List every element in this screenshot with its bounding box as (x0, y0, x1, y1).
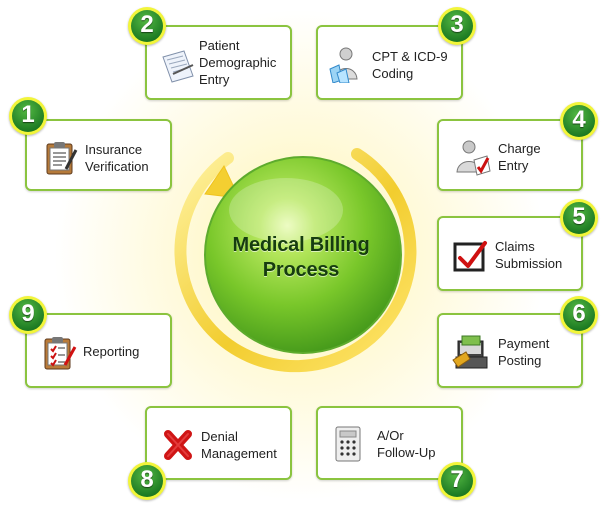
step-4-box[interactable]: Charge Entry (437, 119, 583, 191)
step-9-badge: 9 (9, 296, 47, 334)
clipboard-icon (46, 142, 78, 175)
step-3-box[interactable]: CPT & ICD-9 Coding (316, 25, 463, 100)
step-3-number: 3 (450, 11, 464, 38)
step-6-box[interactable]: Payment Posting (437, 313, 583, 388)
step-6-badge: 6 (560, 296, 598, 334)
report-clipboard-icon (44, 337, 77, 370)
checkbox-icon (453, 241, 487, 272)
center-title-line-2: Process (262, 259, 340, 281)
step-7-box[interactable]: A/Or Follow-Up (316, 406, 463, 480)
step-8-label: Denial Management (201, 429, 277, 461)
step-5-number: 5 (572, 203, 586, 230)
step-8-box[interactable]: Denial Management (145, 406, 292, 480)
step-6-number: 6 (572, 300, 586, 327)
red-x-icon (164, 430, 192, 460)
step-2-number: 2 (140, 11, 154, 38)
step-9-box[interactable]: Reporting (25, 313, 172, 388)
step-2-badge: 2 (128, 7, 166, 45)
step-9-label: Reporting (83, 344, 140, 359)
center-sphere (204, 156, 402, 354)
step-1-number: 1 (21, 101, 35, 128)
step-3-badge: 3 (438, 7, 476, 45)
step-1-box[interactable]: Insurance Verification (25, 119, 172, 191)
step-4-label: Charge Entry (498, 141, 541, 173)
step-7-badge: 7 (438, 462, 476, 500)
step-1-badge: 1 (9, 97, 47, 135)
money-stack-icon (452, 335, 488, 369)
phone-icon (335, 426, 361, 462)
step-6-label: Payment Posting (498, 336, 550, 368)
step-4-number: 4 (572, 106, 586, 133)
step-5-label: Claims Submission (495, 239, 563, 271)
sphere-highlight (229, 178, 343, 242)
person-check-icon (456, 140, 491, 176)
step-2-label: Patient Demographic Entry (199, 38, 277, 87)
step-2-box[interactable]: Patient Demographic Entry (145, 25, 292, 100)
step-5-badge: 5 (560, 199, 598, 237)
step-1-label: Insurance Verification (85, 142, 149, 174)
step-7-number: 7 (450, 466, 464, 493)
step-5-box[interactable]: Claims Submission (437, 216, 583, 291)
step-8-badge: 8 (128, 462, 166, 500)
step-9-number: 9 (21, 300, 35, 327)
person-documents-icon (329, 47, 358, 83)
step-3-label: CPT & ICD-9 Coding (372, 49, 448, 81)
cycle-arc (174, 148, 417, 373)
center-title-line-1: Medical Billing (232, 234, 370, 256)
check-form-icon (162, 50, 194, 83)
step-8-number: 8 (140, 466, 154, 493)
step-4-badge: 4 (560, 102, 598, 140)
step-7-label: A/Or Follow-Up (377, 428, 436, 460)
